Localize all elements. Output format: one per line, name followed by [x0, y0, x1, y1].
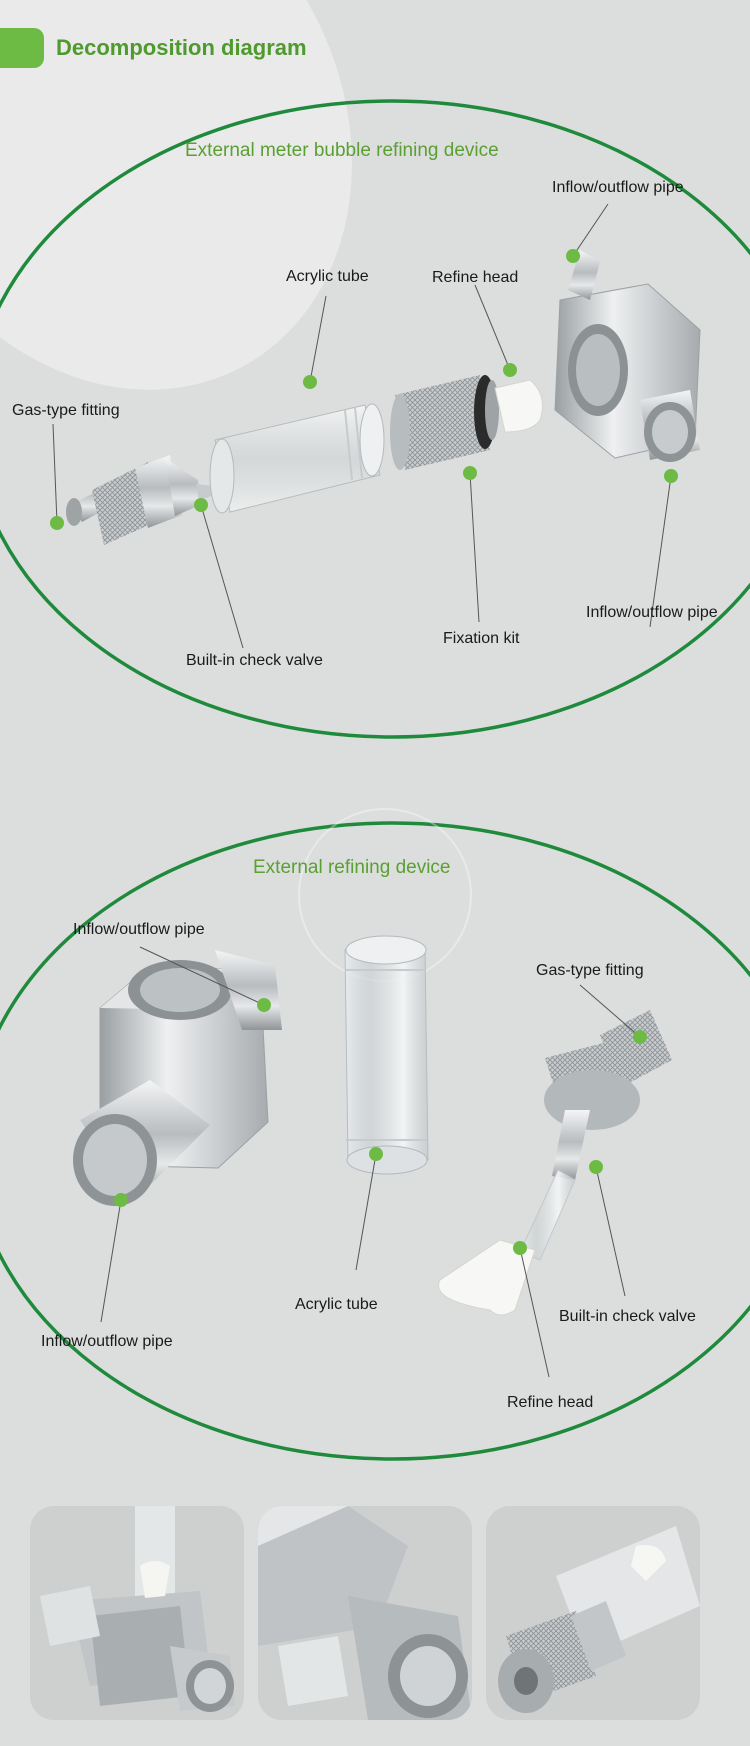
label-fixation-kit: Fixation kit: [443, 630, 520, 647]
leader2-acrylic: [355, 1153, 377, 1271]
callout-dot: [369, 1147, 383, 1161]
callout-dot: [114, 1193, 128, 1207]
callout-dot: [513, 1241, 527, 1255]
product-photo-2: [258, 1506, 472, 1720]
acrylic-tube-part: [209, 403, 385, 514]
section-header: Decomposition diagram: [0, 26, 750, 72]
label2-acrylic-tube: Acrylic tube: [295, 1296, 378, 1313]
fixation-kit-part: [390, 375, 499, 470]
gas-type-fitting-part: [66, 455, 214, 545]
inflow-outflow-tee-part-2: [73, 950, 282, 1206]
leader2-inflow-bottom: [100, 1199, 122, 1323]
leader2-gas: [579, 984, 641, 1038]
leader2-inflow-top: [139, 946, 265, 1006]
section1-title: External meter bubble refining device: [185, 140, 499, 161]
inflow-outflow-tee-part: [554, 250, 701, 462]
product-photo-1: [30, 1506, 244, 1720]
label2-refine-head: Refine head: [507, 1394, 594, 1411]
label-built-in-check-valve: Built-in check valve: [186, 652, 323, 669]
leader-acrylic: [309, 295, 327, 383]
callout-dot: [589, 1160, 603, 1174]
leader2-check: [595, 1166, 626, 1297]
callout-dot: [257, 998, 271, 1012]
leader-inflow-bottom: [649, 475, 672, 628]
header-accent-tab: [0, 28, 44, 68]
product-photo-3: [486, 1506, 700, 1720]
label-refine-head: Refine head: [432, 269, 519, 286]
acrylic-tube-part-2: [344, 935, 429, 1175]
callout-dot: [633, 1030, 647, 1044]
leader-fixation: [469, 472, 480, 623]
section1-ellipse-border: [0, 99, 750, 739]
page-title: Decomposition diagram: [56, 35, 307, 60]
leader-gas: [52, 423, 58, 524]
label2-inflow-top: Inflow/outflow pipe: [73, 921, 205, 938]
label-acrylic-tube: Acrylic tube: [286, 268, 369, 285]
section2-title: External refining device: [253, 857, 451, 878]
gas-fitting-assembly-part: [438, 1010, 672, 1316]
callout-dot: [566, 249, 580, 263]
leader-inflow-top: [572, 203, 609, 257]
callout-dot: [664, 469, 678, 483]
callout-dot: [463, 466, 477, 480]
label-gas-type-fitting: Gas-type fitting: [12, 402, 120, 419]
leader2-refine: [519, 1247, 550, 1378]
callout-dot: [303, 375, 317, 389]
label2-inflow-bottom: Inflow/outflow pipe: [41, 1333, 173, 1350]
label2-built-in-check-valve: Built-in check valve: [559, 1308, 696, 1325]
leader-check: [200, 504, 244, 649]
section2-ellipse-border: [0, 821, 750, 1461]
callout-dot: [194, 498, 208, 512]
label2-gas-type-fitting: Gas-type fitting: [536, 962, 644, 979]
leader-refine: [474, 284, 511, 371]
label-inflow-bottom: Inflow/outflow pipe: [586, 604, 718, 621]
label-inflow-top: Inflow/outflow pipe: [552, 179, 684, 196]
callout-dot: [50, 516, 64, 530]
callout-dot: [503, 363, 517, 377]
refine-head-part: [494, 379, 543, 433]
